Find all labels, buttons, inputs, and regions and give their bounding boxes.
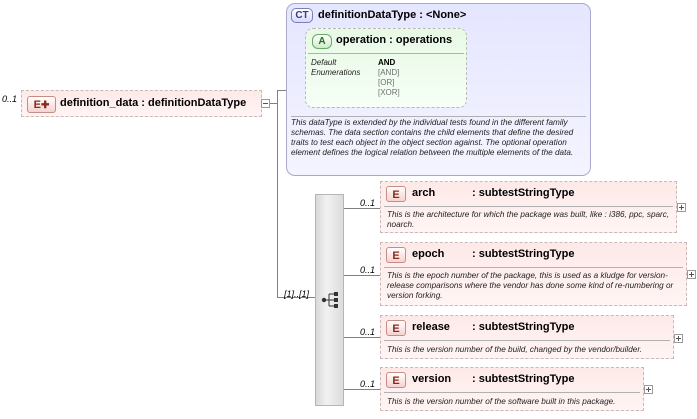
element-type: : subtestStringType bbox=[472, 321, 575, 333]
child-multiplicity: 0..1 bbox=[360, 198, 376, 208]
element-name: epoch bbox=[412, 248, 445, 260]
element-badge: E bbox=[386, 320, 406, 336]
element-name: arch bbox=[412, 187, 436, 199]
expand-icon[interactable] bbox=[687, 270, 696, 279]
element-name: release bbox=[412, 321, 450, 333]
connector bbox=[277, 297, 315, 298]
default-value: AND bbox=[378, 58, 396, 67]
element-badge: E bbox=[386, 247, 406, 263]
root-multiplicity: 0..1 bbox=[2, 94, 18, 104]
child-multiplicity: 0..1 bbox=[360, 265, 376, 275]
element-type: : subtestStringType bbox=[472, 187, 575, 199]
sequence-plus-icon: ✚ bbox=[40, 100, 50, 111]
complex-type-badge: CT bbox=[291, 8, 313, 23]
complex-type-label: definitionDataType : <None> bbox=[318, 9, 467, 21]
connector bbox=[344, 275, 380, 276]
element-badge: E✚ bbox=[27, 96, 56, 113]
divider bbox=[384, 206, 673, 207]
enum-value: [XOR] bbox=[378, 88, 400, 97]
element-description: This is the epoch number of the package,… bbox=[387, 271, 674, 300]
child-multiplicity: 0..1 bbox=[360, 379, 376, 389]
complex-type-description: This dataType is extended by the individ… bbox=[291, 118, 574, 157]
element-epoch[interactable]: E epoch : subtestStringType This is the … bbox=[380, 242, 687, 306]
sequence-compositor[interactable] bbox=[315, 194, 344, 406]
enum-value: [OR] bbox=[378, 78, 395, 87]
complex-type-box[interactable]: CT definitionDataType : <None> A operati… bbox=[286, 3, 591, 176]
element-badge: E bbox=[386, 186, 406, 202]
divider bbox=[291, 116, 586, 117]
element-version[interactable]: E version : subtestStringType This is th… bbox=[380, 367, 644, 411]
connector bbox=[277, 90, 287, 91]
element-arch[interactable]: E arch : subtestStringType This is the a… bbox=[380, 181, 677, 233]
divider bbox=[308, 53, 464, 54]
sequence-multiplicity: [1]..[1] bbox=[284, 289, 310, 299]
element-type: : subtestStringType bbox=[472, 373, 575, 385]
root-element-label: definition_data : definitionDataType bbox=[60, 97, 247, 109]
element-release[interactable]: E release : subtestStringType This is th… bbox=[380, 315, 674, 359]
attribute-badge: A bbox=[312, 34, 332, 49]
expand-icon[interactable] bbox=[644, 385, 653, 394]
element-description: This is the version number of the softwa… bbox=[387, 397, 616, 406]
connector bbox=[344, 389, 380, 390]
connector bbox=[270, 103, 278, 104]
connector bbox=[344, 337, 380, 338]
enum-value: [AND] bbox=[378, 68, 400, 77]
element-type: : subtestStringType bbox=[472, 248, 575, 260]
element-description: This is the version number of the build,… bbox=[387, 345, 643, 354]
divider bbox=[384, 340, 670, 341]
attribute-box[interactable]: A operation : operations Default AND Enu… bbox=[305, 28, 467, 108]
element-name: version bbox=[412, 373, 452, 385]
attribute-label: operation : operations bbox=[336, 34, 453, 46]
enumerations-key: Enumerations bbox=[311, 68, 361, 77]
divider bbox=[384, 392, 640, 393]
sequence-icon bbox=[321, 292, 338, 308]
expand-icon[interactable] bbox=[674, 334, 683, 343]
connector bbox=[277, 90, 278, 298]
element-description: This is the architecture for which the p… bbox=[387, 210, 670, 229]
default-key: Default bbox=[311, 58, 337, 67]
root-element-box[interactable]: E✚ definition_data : definitionDataType bbox=[21, 90, 262, 117]
connector bbox=[344, 208, 380, 209]
divider bbox=[384, 267, 683, 268]
element-badge: E bbox=[386, 372, 406, 388]
child-multiplicity: 0..1 bbox=[360, 327, 376, 337]
collapse-icon[interactable] bbox=[261, 99, 270, 108]
expand-icon[interactable] bbox=[677, 203, 686, 212]
